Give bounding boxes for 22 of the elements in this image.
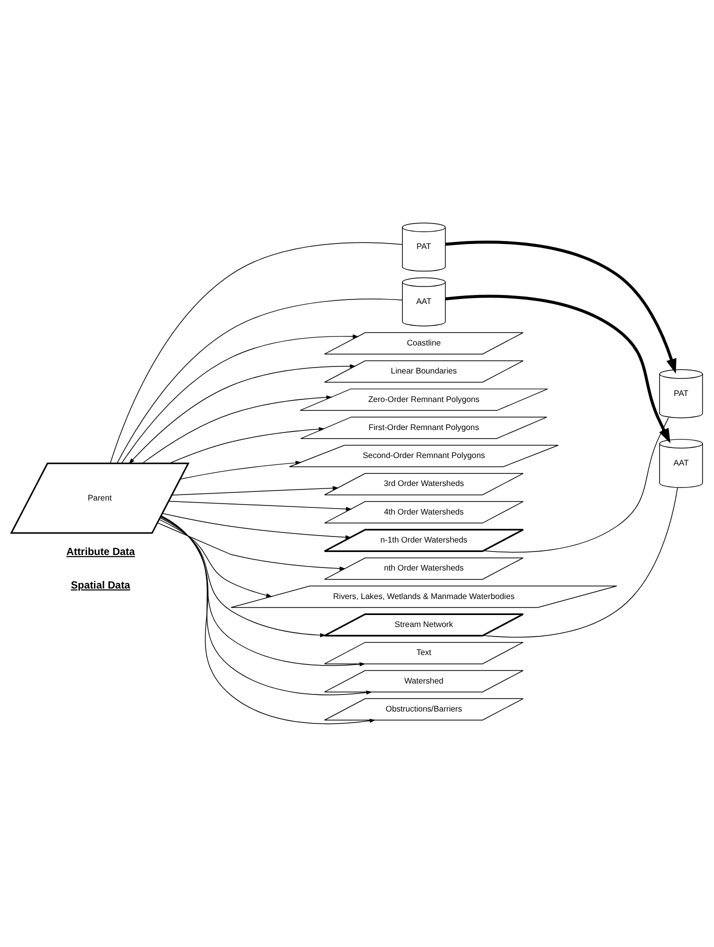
arrow xyxy=(160,515,376,724)
arrow xyxy=(169,427,325,464)
arrow xyxy=(158,519,272,598)
arrow xyxy=(445,294,670,444)
arrow xyxy=(160,516,372,696)
arrow xyxy=(121,334,359,464)
arrow xyxy=(128,364,356,464)
arrow xyxy=(157,522,346,571)
arrow xyxy=(172,486,339,496)
arrow xyxy=(160,516,366,666)
connector xyxy=(110,242,403,464)
arrow xyxy=(142,395,332,464)
arrow xyxy=(160,517,326,638)
arrow xyxy=(445,240,676,374)
connector xyxy=(116,298,402,464)
connector xyxy=(482,487,678,638)
arrow xyxy=(180,460,302,480)
label: Spatial Data xyxy=(70,580,130,592)
arrow xyxy=(162,513,352,540)
connector xyxy=(483,417,669,553)
label: Attribute Data xyxy=(66,547,135,558)
arrow xyxy=(168,500,352,511)
